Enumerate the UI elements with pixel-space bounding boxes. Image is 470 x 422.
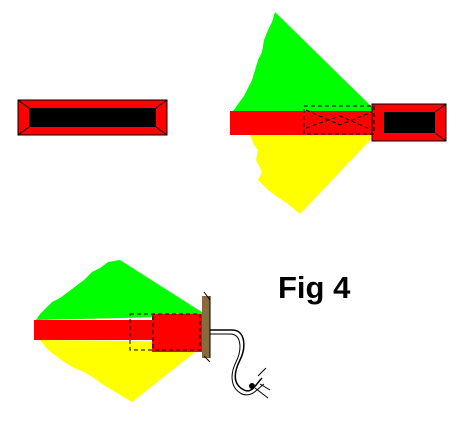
channel-unlit	[17, 99, 168, 136]
channel-emitting	[230, 12, 447, 214]
fan-yellow-lower	[40, 340, 208, 402]
channel-unlit-bevel	[17, 99, 30, 109]
connector-lead	[254, 387, 269, 399]
hidden-insert-crossing	[305, 115, 373, 131]
connector-lead	[259, 383, 271, 391]
mount-screw	[203, 291, 211, 301]
channel-unlit-bevel	[155, 99, 168, 109]
hidden-insert-dashed	[303, 105, 375, 135]
channel-unlit-bevel	[155, 126, 168, 136]
connector-plug	[249, 383, 255, 389]
channel-unlit-outline	[17, 99, 168, 136]
channel-unlit-core	[29, 108, 156, 127]
mount-plate	[202, 296, 210, 358]
fan-green-upper	[36, 260, 208, 320]
channel-unlit-bevel	[17, 126, 30, 136]
channel-emitting-bevel	[434, 132, 447, 142]
cable	[210, 329, 263, 392]
mount-screw	[203, 355, 211, 363]
emitter-housing	[152, 314, 204, 352]
cable	[210, 333, 265, 396]
hidden-insert-crossing	[305, 109, 373, 126]
figure-label: Fig 4	[278, 270, 351, 305]
channel-emitting-core	[384, 112, 435, 133]
channel-emitting-bevel	[434, 103, 447, 113]
connector-lead	[257, 367, 267, 377]
emitter-assembly	[34, 260, 271, 402]
hidden-insert-dashed	[129, 313, 201, 351]
fan-yellow-lower	[250, 135, 375, 214]
beam-red	[34, 320, 154, 340]
channel-emitting-outline	[371, 103, 447, 142]
fan-green-upper	[230, 12, 377, 112]
